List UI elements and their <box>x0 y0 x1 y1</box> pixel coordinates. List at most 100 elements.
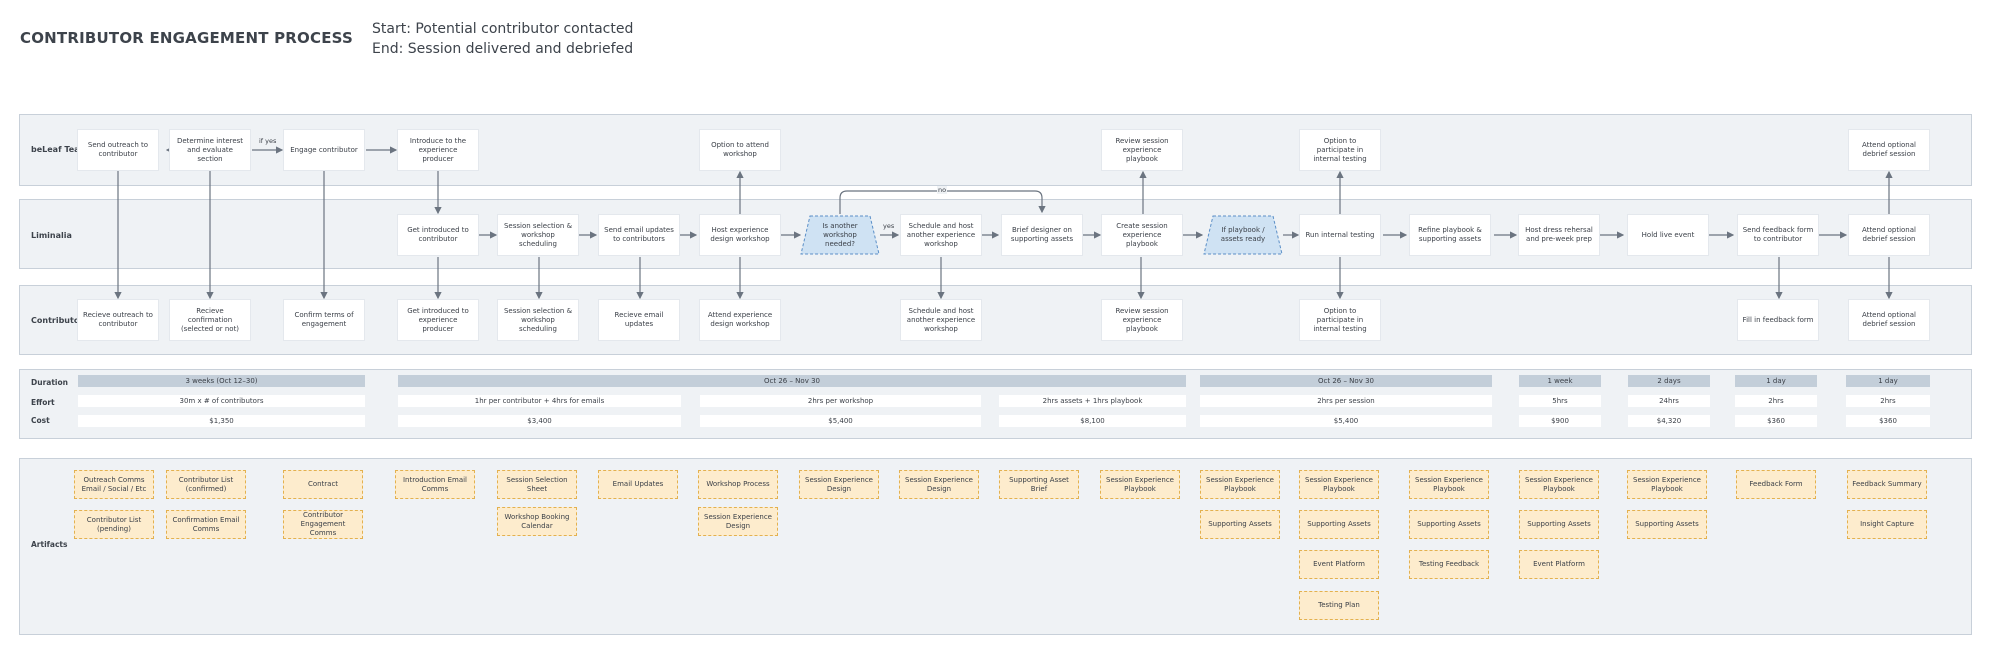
step-schedule-another-workshop[interactable]: Schedule and host another experience wor… <box>901 215 981 255</box>
step-create-playbook[interactable]: Create session experience playbook <box>1102 215 1182 255</box>
label-if-yes: if yes <box>259 137 277 145</box>
end-text: End: Session delivered and debriefed <box>372 41 634 57</box>
step-debrief-contributor[interactable]: Attend optional debrief session <box>1849 300 1929 340</box>
step-attend-workshop[interactable]: Attend experience design workshop <box>700 300 780 340</box>
artifact-card[interactable]: Session Experience Design <box>698 507 778 536</box>
artifact-card[interactable]: Supporting Assets <box>1409 510 1489 539</box>
effort-cell: 1hr per contributor + 4hrs for emails <box>398 395 681 407</box>
step-review-playbook-contributor[interactable]: Review session experience playbook <box>1102 300 1182 340</box>
artifact-card[interactable]: Workshop Process <box>698 470 778 499</box>
step-option-testing-team[interactable]: Option to participate in internal testin… <box>1300 130 1380 170</box>
step-send-feedback-form[interactable]: Send feedback form to contributor <box>1738 215 1818 255</box>
artifact-card[interactable]: Session Experience Playbook <box>1409 470 1489 499</box>
artifact-card[interactable]: Session Experience Playbook <box>1100 470 1180 499</box>
artifact-card[interactable]: Supporting Assets <box>1299 510 1379 539</box>
step-hold-live-event[interactable]: Hold live event <box>1628 215 1708 255</box>
step-dress-rehearsal[interactable]: Host dress rehersal and pre-week prep <box>1519 215 1599 255</box>
artifact-card[interactable]: Contributor Engagement Comms <box>283 510 363 539</box>
artifact-card[interactable]: Contributor List (pending) <box>74 510 154 539</box>
step-option-testing-contributor[interactable]: Option to participate in internal testin… <box>1300 300 1380 340</box>
artifact-card[interactable]: Contributor List (confirmed) <box>166 470 246 499</box>
step-debrief-team[interactable]: Attend optional debrief session <box>1849 130 1929 170</box>
step-option-attend-workshop[interactable]: Option to attend workshop <box>700 130 780 170</box>
artifact-card[interactable]: Workshop Booking Calendar <box>497 507 577 536</box>
artifact-card[interactable]: Confirmation Email Comms <box>166 510 246 539</box>
start-text: Start: Potential contributor contacted <box>372 21 634 37</box>
artifact-card[interactable]: Supporting Asset Brief <box>999 470 1079 499</box>
cost-cell: $4,320 <box>1628 415 1710 427</box>
effort-cell: 30m x # of contributors <box>78 395 365 407</box>
label-yes: yes <box>883 222 895 230</box>
step-session-selection[interactable]: Session selection & workshop scheduling <box>498 215 578 255</box>
cost-cell: $5,400 <box>700 415 981 427</box>
cost-cell: $360 <box>1735 415 1817 427</box>
step-receive-outreach[interactable]: Recieve outreach to contributor <box>78 300 158 340</box>
duration-bar: 2 days <box>1628 375 1710 387</box>
step-refine-playbook[interactable]: Refine playbook & supporting assets <box>1410 215 1490 255</box>
step-run-internal-testing[interactable]: Run internal testing <box>1300 215 1380 255</box>
duration-bar: 1 week <box>1519 375 1601 387</box>
artifact-card[interactable]: Feedback Summary <box>1847 470 1927 499</box>
page-title: CONTRIBUTOR ENGAGEMENT PROCESS <box>20 29 353 47</box>
step-get-introduced-contributor[interactable]: Get introduced to contributor <box>398 215 478 255</box>
artifact-card[interactable]: Session Selection Sheet <box>497 470 577 499</box>
label-no: no <box>937 186 948 194</box>
step-engage-contributor[interactable]: Engage contributor <box>284 130 364 170</box>
lane-label-belief: beLeaf Team <box>31 145 88 154</box>
decision-label: Is another workshop needed? <box>822 221 858 248</box>
artifact-card[interactable]: Event Platform <box>1519 550 1599 579</box>
step-brief-designer[interactable]: Brief designer on supporting assets <box>1002 215 1082 255</box>
step-introduce-producer[interactable]: Introduce to the experience producer <box>398 130 478 170</box>
artifact-card[interactable]: Supporting Assets <box>1200 510 1280 539</box>
step-confirm-terms[interactable]: Confirm terms of engagement <box>284 300 364 340</box>
artifact-card[interactable]: Session Experience Playbook <box>1627 470 1707 499</box>
step-fill-feedback-form[interactable]: Fill in feedback form <box>1738 300 1818 340</box>
effort-cell: 2hrs <box>1735 395 1817 407</box>
metric-label-effort: Effort <box>31 398 55 407</box>
duration-bar: 1 day <box>1846 375 1930 387</box>
step-determine-interest[interactable]: Determine interest and evaluate section <box>170 130 250 170</box>
artifact-card[interactable]: Session Experience Playbook <box>1200 470 1280 499</box>
artifact-card[interactable]: Session Experience Design <box>899 470 979 499</box>
artifact-card[interactable]: Outreach Comms Email / Social / Etc <box>74 470 154 499</box>
decision-playbook-ready[interactable]: If playbook / assets ready <box>1203 215 1283 255</box>
artifact-card[interactable]: Supporting Assets <box>1627 510 1707 539</box>
artifacts-label: Artifacts <box>31 540 68 549</box>
effort-cell: 24hrs <box>1628 395 1710 407</box>
cost-cell: $5,400 <box>1200 415 1492 427</box>
decision-shape <box>800 215 880 255</box>
effort-cell: 2hrs <box>1846 395 1930 407</box>
step-schedule-another-contributor[interactable]: Schedule and host another experience wor… <box>901 300 981 340</box>
decision-label: If playbook / assets ready <box>1220 226 1266 243</box>
step-get-introduced-producer[interactable]: Get introduced to experience producer <box>398 300 478 340</box>
artifact-card[interactable]: Session Experience Playbook <box>1519 470 1599 499</box>
step-send-email-updates[interactable]: Send email updates to contributors <box>599 215 679 255</box>
artifact-card[interactable]: Testing Plan <box>1299 591 1379 620</box>
duration-bar: Oct 26 – Nov 30 <box>1200 375 1492 387</box>
step-receive-email-updates[interactable]: Recieve email updates <box>599 300 679 340</box>
step-review-playbook-team[interactable]: Review session experience playbook <box>1102 130 1182 170</box>
artifact-card[interactable]: Supporting Assets <box>1519 510 1599 539</box>
artifact-card[interactable]: Email Updates <box>598 470 678 499</box>
cost-cell: $1,350 <box>78 415 365 427</box>
step-send-outreach[interactable]: Send outreach to contributor <box>78 130 158 170</box>
step-session-selection-contributor[interactable]: Session selection & workshop scheduling <box>498 300 578 340</box>
step-receive-confirmation[interactable]: Recieve confirmation (selected or not) <box>170 300 250 340</box>
artifact-card[interactable]: Testing Feedback <box>1409 550 1489 579</box>
cost-cell: $3,400 <box>398 415 681 427</box>
decision-another-workshop[interactable]: Is another workshop needed? <box>800 215 880 255</box>
artifact-card[interactable]: Introduction Email Comms <box>395 470 475 499</box>
cost-cell: $900 <box>1519 415 1601 427</box>
artifact-card[interactable]: Session Experience Playbook <box>1299 470 1379 499</box>
artifact-card[interactable]: Event Platform <box>1299 550 1379 579</box>
artifact-card[interactable]: Contract <box>283 470 363 499</box>
lane-label-contributor: Contributor <box>31 316 84 325</box>
effort-cell: 5hrs <box>1519 395 1601 407</box>
step-host-workshop[interactable]: Host experience design workshop <box>700 215 780 255</box>
decision-shape <box>1203 215 1283 255</box>
artifact-card[interactable]: Session Experience Design <box>799 470 879 499</box>
effort-cell: 2hrs per workshop <box>700 395 981 407</box>
artifact-card[interactable]: Insight Capture <box>1847 510 1927 539</box>
artifact-card[interactable]: Feedback Form <box>1736 470 1816 499</box>
step-debrief-liminalia[interactable]: Attend optional debrief session <box>1849 215 1929 255</box>
